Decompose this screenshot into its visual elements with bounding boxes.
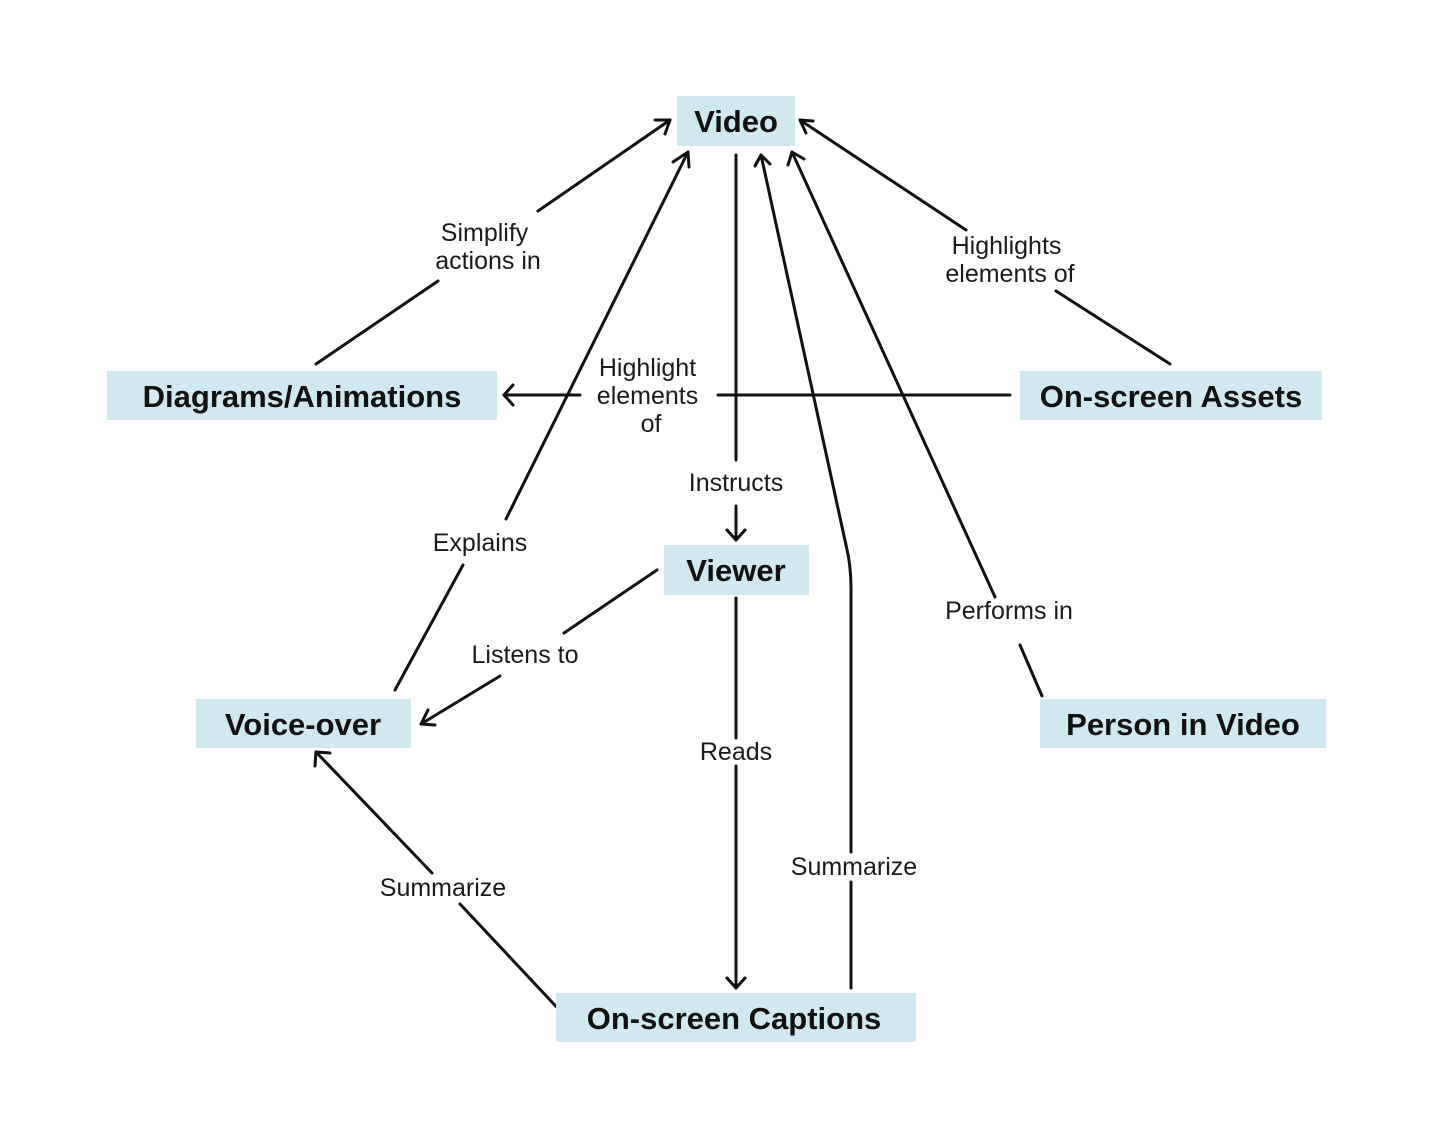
edge-label-explains: Explains [433,529,528,557]
arrowhead-assets-to-video [798,118,815,135]
arrowhead-video-to-viewer [725,528,747,542]
edge-label-reads: Reads [700,738,772,766]
node-person-in-video: Person in Video [1040,699,1326,748]
node-label-video: Video [694,104,778,139]
arrow-heads [313,118,815,990]
edge-label-simplify: Simplify actions in [435,219,541,275]
edge-label-summarize-voiceover: Summarize [380,874,506,902]
edge-captions-to-video-upper [759,153,853,854]
arrowhead-viewer-to-voiceover [419,708,437,727]
arrowhead-diagrams-to-video [653,118,672,136]
node-label-on-screen-captions: On-screen Captions [587,1001,882,1036]
node-label-person-in-video: Person in Video [1066,707,1300,742]
arrowhead-captions-to-video [753,153,772,168]
edge-viewer-to-voiceover-lower [419,674,502,726]
node-label-voice-over: Voice-over [225,707,381,742]
node-on-screen-captions: On-screen Captions [556,993,916,1042]
edge-voiceover-to-video-lower [393,563,465,692]
arrowhead-captions-to-voiceover [313,750,332,768]
node-on-screen-assets: On-screen Assets [1020,371,1322,420]
arrowhead-voiceover-to-video [671,150,691,169]
edge-captions-to-voiceover-upper [314,750,434,875]
edge-label-instructs: Instructs [689,469,783,497]
node-box [677,96,795,146]
edge-viewer-to-voiceover-upper [562,568,659,635]
edge-labels: Simplify actions in Highlights elements … [380,219,1075,902]
node-label-viewer: Viewer [686,553,785,588]
arrowhead-viewer-to-captions [725,976,747,990]
node-box [107,371,497,420]
node-video: Video [677,96,795,146]
edge-label-listens: Listens to [471,641,578,669]
node-label-on-screen-assets: On-screen Assets [1040,379,1302,414]
node-box [1040,699,1326,748]
node-box [1020,371,1322,420]
arrowhead-assets-to-diagrams [502,383,515,407]
edge-person-to-video-lower [1018,643,1044,698]
edge-voiceover-to-video-upper [504,150,690,521]
node-box [196,699,411,748]
edge-label-highlight-diagrams: Highlight elements of [597,354,705,438]
arrowhead-person-to-video [786,150,806,167]
node-viewer: Viewer [664,545,809,595]
edge-label-summarize-video: Summarize [791,853,917,881]
node-label-diagrams-animations: Diagrams/Animations [143,379,462,414]
edge-assets-to-video-lower [1054,289,1172,366]
node-voice-over: Voice-over [196,699,411,748]
edge-person-to-video-upper [790,150,997,599]
edge-lines [314,118,1172,1019]
node-box [556,993,916,1042]
edge-label-highlights-video: Highlights elements of [945,232,1074,288]
edge-assets-to-video-upper [798,118,968,232]
edge-diagrams-to-video-upper [536,118,672,213]
edge-captions-to-voiceover-lower [458,902,568,1019]
node-box [664,545,809,595]
edge-diagrams-to-video-lower [314,279,440,366]
node-diagrams-animations: Diagrams/Animations [107,371,497,420]
edge-label-performs: Performs in [945,597,1073,625]
